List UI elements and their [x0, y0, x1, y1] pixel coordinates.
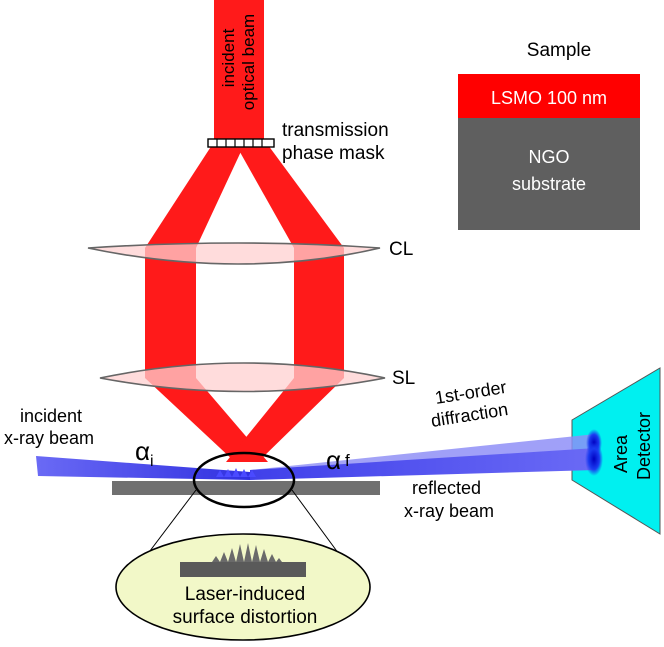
incident-xray-label-2: x-ray beam [4, 428, 94, 448]
ngo-substrate-label-1: NGO [528, 147, 569, 167]
incident-optical-beam-label-1: incident [219, 28, 238, 87]
inset-substrate [180, 562, 306, 577]
inset-ellipse [115, 533, 371, 641]
lsmo-film-layer [458, 74, 640, 118]
surface-grating-small [216, 468, 256, 477]
phase-mask [207, 138, 275, 148]
first-order-diffraction-beam [250, 434, 596, 474]
detector-label-2: Detector [634, 412, 654, 480]
phase-mask-label-2: phase mask [282, 143, 385, 164]
incident-optical-beam [214, 0, 264, 145]
reflected-label-1: reflected [412, 478, 481, 498]
reflected-label-2: x-ray beam [404, 501, 494, 521]
zoom-ellipse [192, 451, 296, 509]
spherical-lens [99, 362, 386, 393]
laser-left-arm-lower [145, 378, 268, 462]
cylindrical-lens [87, 242, 381, 265]
lsmo-film-label: LSMO 100 nm [491, 88, 607, 108]
laser-right-arm-lower [226, 378, 344, 462]
detector-label-1: Area [611, 434, 631, 473]
laser-left-arm-upper [145, 145, 244, 248]
ngo-substrate-layer [458, 118, 640, 230]
ngo-substrate-label-2: substrate [512, 174, 586, 194]
incident-xray-label-1: incident [20, 406, 82, 426]
phase-mask-label-1: transmission [282, 120, 389, 141]
laser-left-column [145, 248, 196, 378]
inset-label-2: surface distortion [173, 607, 318, 628]
sample-bar [112, 481, 380, 495]
spherical-lens-label: SL [392, 368, 415, 389]
laser-right-arm-upper [236, 145, 344, 248]
sample-title: Sample [527, 40, 591, 61]
inset-surface-distortion [212, 543, 282, 562]
reflected-xray-beam [250, 448, 596, 480]
incident-optical-beam-label-2: optical beam [239, 14, 258, 110]
laser-right-column [294, 248, 344, 378]
alpha-i-label: αi [135, 436, 154, 470]
reflection-spot [585, 442, 603, 476]
inset-label-1: Laser-induced [185, 584, 305, 605]
cylindrical-lens-label: CL [389, 239, 413, 260]
